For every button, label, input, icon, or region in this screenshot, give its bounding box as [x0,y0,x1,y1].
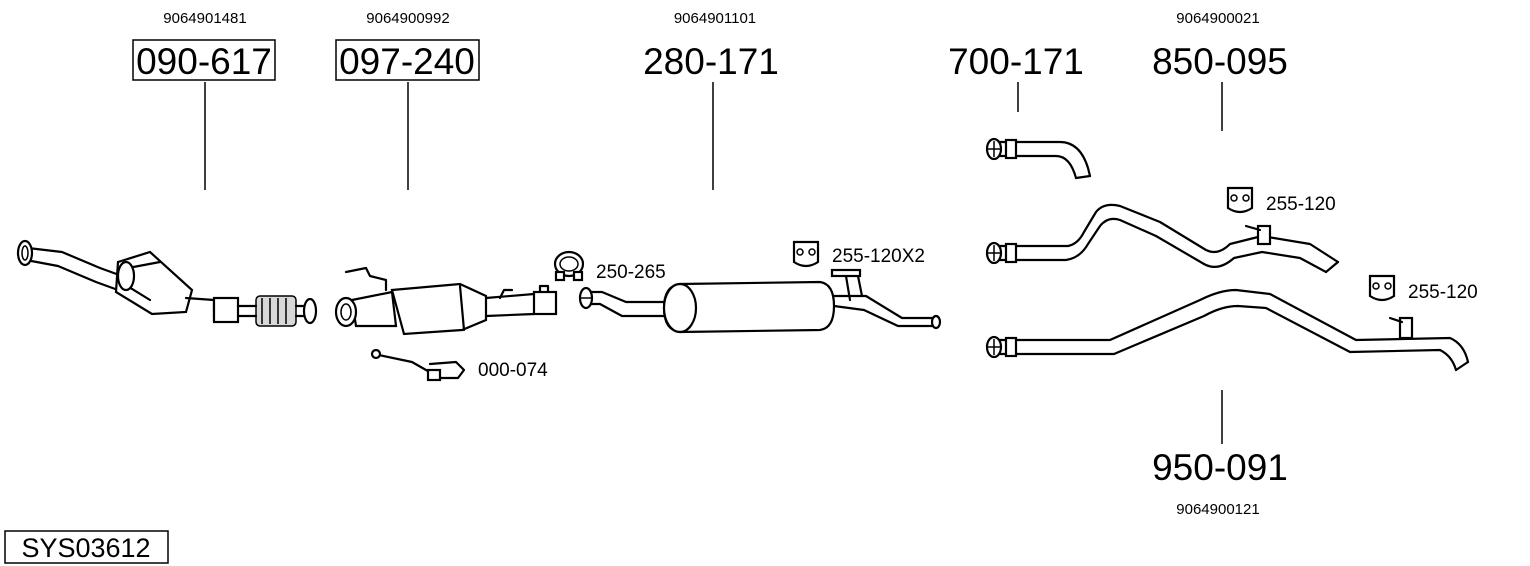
sensor-accessory[interactable]: 000-074 [370,348,548,382]
accessory-label-250-265[interactable]: 250-265 [596,262,666,283]
accessory-label-000-074[interactable]: 000-074 [478,360,548,381]
oe-number-850-095: 9064900021 [1176,10,1259,27]
rubber-mount-icon [1368,274,1396,302]
part-number-280-171[interactable]: 280-171 [643,41,779,82]
part-number-box-090-617 [132,39,276,81]
oe-number-280-171: 9064901101 [674,10,756,27]
clamp-icon [553,250,585,282]
part-number-097-240[interactable]: 097-240 [339,41,475,82]
system-code-box [4,530,169,564]
rubber-mount-accessory-3[interactable]: 255-120 [1368,274,1478,303]
part-number-850-095[interactable]: 850-095 [1152,41,1288,82]
tail-pipe-upper-part-drawing[interactable] [985,203,1340,274]
leader-lines [204,82,1223,444]
accessory-label-255-120-upper[interactable]: 255-120 [1266,194,1336,215]
system-code: SYS03612 [21,533,150,563]
rubber-mount-accessory-1[interactable]: 255-120X2 [792,240,925,268]
clamp-accessory[interactable]: 250-265 [553,250,666,283]
particulate-filter-part-drawing[interactable] [334,266,558,336]
rubber-mount-icon [792,240,820,268]
rubber-mount-icon [1226,186,1254,214]
accessory-label-255-120X2[interactable]: 255-120X2 [832,246,925,267]
oe-number-950-091: 9064900121 [1176,501,1259,518]
part-number-700-171[interactable]: 700-171 [948,41,1084,82]
part-number-090-617[interactable]: 090-617 [136,41,272,82]
part-number-box-097-240 [335,39,480,81]
oe-number-090-617: 9064901481 [163,10,246,27]
tail-pipe-lower-part-drawing[interactable] [985,288,1470,372]
rubber-mount-accessory-2[interactable]: 255-120 [1226,186,1336,215]
accessory-label-255-120-lower[interactable]: 255-120 [1408,282,1478,303]
catalytic-converter-part-drawing[interactable] [16,239,318,327]
oe-number-097-240: 9064900992 [366,10,449,27]
sensor-icon [372,352,466,380]
middle-silencer-part-drawing[interactable] [578,268,942,334]
part-number-950-091[interactable]: 950-091 [1152,447,1288,488]
bend-pipe-part-drawing[interactable] [985,137,1092,180]
